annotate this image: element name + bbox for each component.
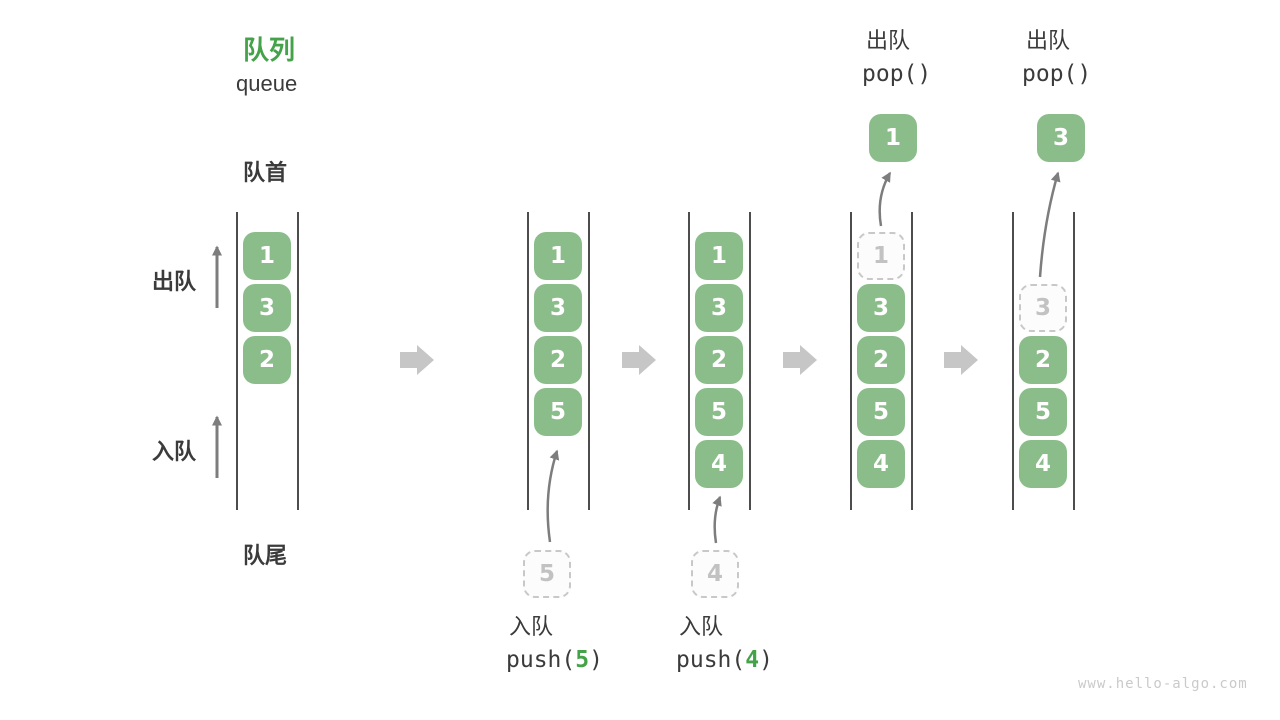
queue-cell: 1	[243, 232, 291, 280]
push-label-zh: 入队	[509, 614, 554, 639]
push-arg: 4	[745, 647, 760, 673]
step-transition-arrow-icon	[622, 345, 656, 375]
pop-label-code: pop()	[1022, 61, 1092, 87]
move-arrow	[1038, 171, 1061, 278]
queue-cell: 5	[857, 388, 905, 436]
pop-operation-label: 出队 pop()	[1022, 30, 1091, 86]
move-arrow	[546, 449, 560, 543]
step-transition-arrow-icon	[783, 345, 817, 375]
queue-cell: 1	[534, 232, 582, 280]
queue-cell: 5	[534, 388, 582, 436]
push-arg: 5	[575, 647, 590, 673]
queue-cell: 3	[695, 284, 743, 332]
pop-label-zh: 出队	[866, 28, 911, 53]
step-transition-arrow-icon	[944, 345, 978, 375]
incoming-element: 5	[523, 550, 571, 598]
diagram-title-en: queue	[236, 71, 298, 96]
queue-cell: 4	[1019, 440, 1067, 488]
queue-cell: 5	[1019, 388, 1067, 436]
queue-cell: 2	[1019, 336, 1067, 384]
push-operation-label: 入队 push(4)	[676, 616, 773, 672]
queue-cell: 2	[857, 336, 905, 384]
pop-label-zh: 出队	[1026, 28, 1071, 53]
queue-cell: 3	[534, 284, 582, 332]
push-label-code: push(4)	[676, 647, 773, 673]
label-queue-rear: 队尾	[243, 543, 288, 568]
popped-element: 3	[1037, 114, 1085, 162]
queue-cell: 2	[534, 336, 582, 384]
popped-element: 1	[869, 114, 917, 162]
push-label-code: push(5)	[506, 647, 603, 673]
push-operation-label: 入队 push(5)	[506, 616, 603, 672]
queue-cell: 4	[857, 440, 905, 488]
label-dequeue-direction: 出队	[152, 269, 197, 294]
watermark: www.hello-algo.com	[1078, 676, 1248, 692]
label-queue-front: 队首	[243, 160, 288, 185]
queue-cell: 1	[695, 232, 743, 280]
queue-cell: 4	[695, 440, 743, 488]
queue-cell: 2	[695, 336, 743, 384]
push-label-zh: 入队	[679, 614, 724, 639]
incoming-element: 4	[691, 550, 739, 598]
label-enqueue-direction: 入队	[152, 439, 197, 464]
pop-operation-label: 出队 pop()	[862, 30, 931, 86]
diagram-title-zh: 队列	[243, 35, 296, 65]
move-arrow	[878, 171, 892, 227]
queue-cell: 3	[857, 284, 905, 332]
pop-label-code: pop()	[862, 61, 932, 87]
step-transition-arrow-icon	[400, 345, 434, 375]
queue-cell: 2	[243, 336, 291, 384]
queue-cell-popped-ghost: 1	[857, 232, 905, 280]
queue-cell-popped-ghost: 3	[1019, 284, 1067, 332]
move-arrow	[712, 495, 722, 544]
queue-cell: 5	[695, 388, 743, 436]
queue-cell: 3	[243, 284, 291, 332]
